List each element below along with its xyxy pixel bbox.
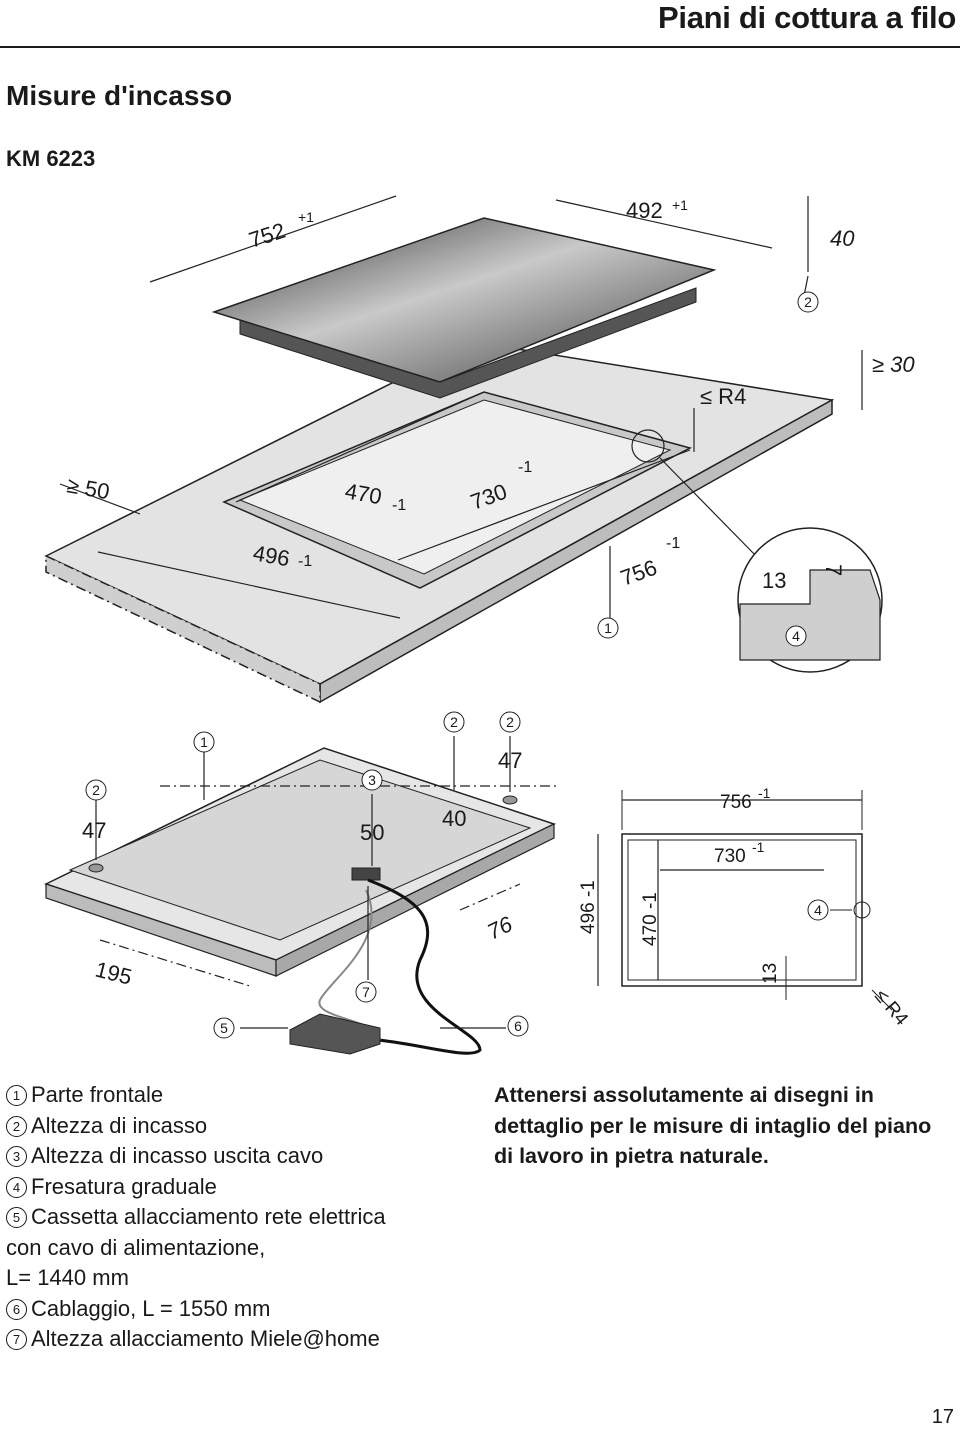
svg-text:3: 3 (368, 772, 376, 788)
legend-text: Altezza allacciamento Miele@home (31, 1326, 380, 1351)
svg-text:-1: -1 (518, 459, 532, 476)
svg-text:195: 195 (93, 957, 135, 990)
svg-text:40: 40 (442, 806, 466, 831)
countertop-top-view (44, 341, 835, 704)
svg-text:50: 50 (360, 820, 384, 845)
svg-text:7: 7 (821, 564, 846, 576)
detail-circle-step (737, 527, 883, 673)
svg-text:2: 2 (450, 714, 458, 730)
callout-number: 4 (6, 1176, 27, 1198)
cutout-plan-labels: 756 -1 730 -1 496 -1 470 -1 13 ≤ R4 (578, 785, 912, 1030)
svg-text:2: 2 (506, 714, 514, 730)
legend-text: Altezza di incasso (31, 1112, 208, 1138)
callout-number: 1 (6, 1085, 27, 1106)
svg-text:+1: +1 (672, 197, 688, 213)
svg-text:4: 4 (792, 628, 800, 644)
svg-text:1: 1 (604, 620, 612, 636)
svg-text:47: 47 (82, 818, 106, 843)
svg-text:470 -1: 470 -1 (640, 892, 661, 946)
svg-text:-1: -1 (392, 497, 406, 514)
svg-text:13: 13 (762, 568, 786, 593)
svg-text:≥ 30: ≥ 30 (872, 352, 915, 377)
legend-text: Fresatura graduale (31, 1173, 217, 1199)
svg-text:7: 7 (362, 984, 370, 1000)
page-number: 17 (931, 1406, 954, 1428)
svg-text:76: 76 (483, 911, 517, 945)
svg-text:-1: -1 (758, 785, 771, 801)
svg-text:47: 47 (498, 748, 522, 773)
hob-top-view (211, 217, 717, 399)
svg-text:40: 40 (830, 226, 855, 251)
installation-drawing: 752 +1 492 +1 40 ≥ 30 ≤ R4 ≥ 50 470 -1 7… (44, 195, 915, 1055)
svg-text:756: 756 (720, 792, 752, 813)
top-dimension-labels: 752 +1 492 +1 40 ≥ 30 ≤ R4 ≥ 50 470 -1 7… (65, 197, 915, 593)
callout-number: 6 (6, 1298, 27, 1320)
callout-number: 7 (6, 1329, 27, 1350)
svg-text:≤ R4: ≤ R4 (700, 384, 746, 409)
svg-text:756: 756 (617, 555, 660, 591)
bottom-leader-lines (95, 736, 511, 1029)
svg-text:4: 4 (814, 902, 822, 918)
top-callouts: 2 1 4 (597, 291, 819, 647)
svg-text:730: 730 (714, 846, 746, 867)
svg-text:-1: -1 (298, 553, 312, 570)
page-header-title: Piani di cottura a filo (658, 0, 956, 35)
cutout-plan-callout: 4 (807, 899, 829, 921)
svg-text:-1: -1 (752, 839, 765, 855)
callout-number: 3 (6, 1146, 27, 1167)
hob-underside-view (44, 747, 556, 1055)
legend-item-continuation: L= 1440 mm (6, 1263, 486, 1294)
svg-text:496 -1: 496 -1 (578, 880, 599, 934)
svg-text:1: 1 (200, 734, 208, 750)
svg-text:752: 752 (246, 218, 289, 253)
legend-text: Cablaggio, L = 1550 mm (31, 1295, 271, 1321)
legend-text: L= 1440 mm (6, 1265, 129, 1290)
model-label: KM 6223 (6, 146, 96, 171)
legend-item-continuation: con cavo di alimentazione, (6, 1233, 486, 1264)
legend-text: Cassetta allacciamento rete elettrica (31, 1204, 386, 1229)
callout-number: 2 (6, 1115, 27, 1137)
cutout-plan-view (597, 790, 893, 1011)
legend-text: con cavo di alimentazione, (6, 1234, 266, 1260)
bottom-callouts: 1 2 2 2 3 7 5 6 (85, 711, 529, 1039)
legend-text: Altezza di incasso uscita cavo (31, 1143, 324, 1168)
svg-text:6: 6 (514, 1018, 522, 1034)
section-title: Misure d'incasso (6, 80, 233, 111)
legend-text: Parte frontale (31, 1082, 164, 1107)
svg-text:2: 2 (92, 782, 100, 798)
svg-text:492: 492 (626, 198, 663, 223)
callout-number: 5 (6, 1207, 27, 1228)
svg-text:-1: -1 (666, 535, 680, 552)
header-rule (0, 46, 960, 48)
svg-text:5: 5 (220, 1020, 228, 1036)
top-dimension-lines (59, 195, 863, 619)
svg-text:≤ R4: ≤ R4 (870, 986, 912, 1030)
svg-text:2: 2 (804, 294, 812, 310)
stone-worktop-note: Attenersi assolutamente ai disegni in de… (494, 1083, 932, 1168)
svg-text:13: 13 (760, 963, 781, 984)
bottom-dimension-lines (99, 785, 560, 987)
svg-text:+1: +1 (298, 209, 314, 225)
svg-text:≥ 50: ≥ 50 (65, 472, 111, 504)
